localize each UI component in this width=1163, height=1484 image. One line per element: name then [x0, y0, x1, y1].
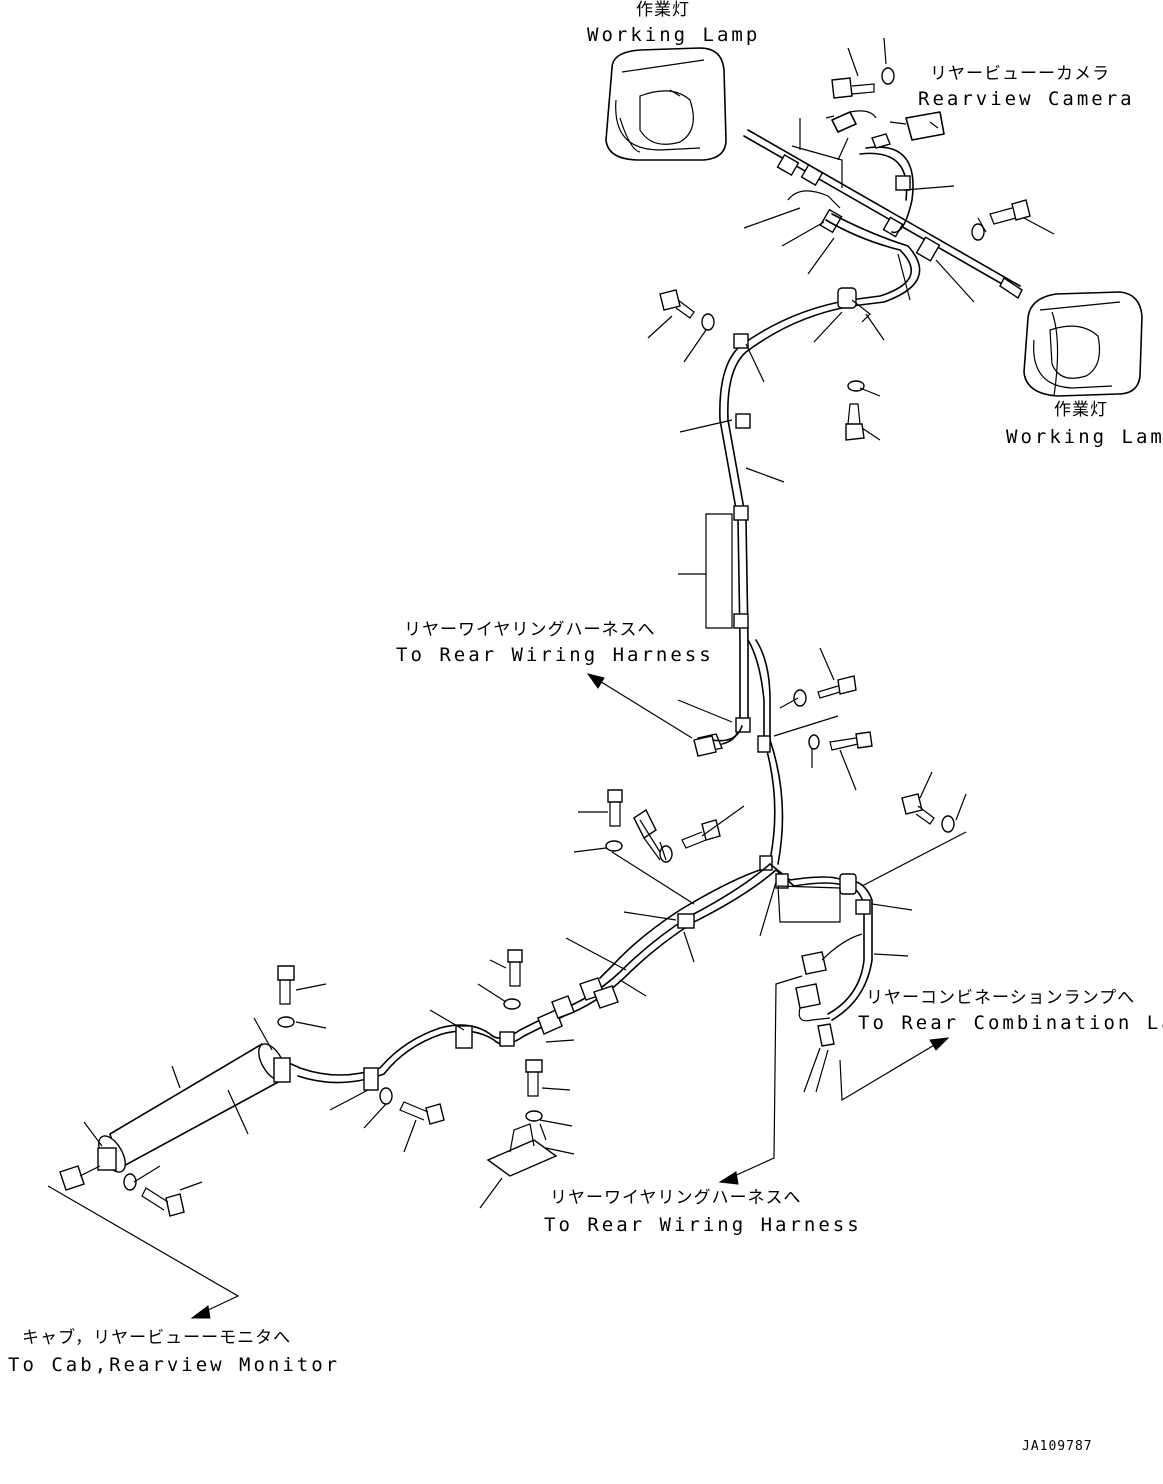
- camera-harness-loop: [825, 110, 945, 234]
- bracket-plate: [486, 1123, 558, 1177]
- harness-lower-section: [747, 639, 784, 871]
- cab-monitor-label-en: To Cab,Rearview Monitor: [8, 1354, 341, 1376]
- main-harness-vertical: [705, 213, 921, 745]
- leader-lines: [83, 37, 1055, 1209]
- washer: [701, 313, 715, 331]
- bolt: [845, 403, 865, 441]
- washer: [277, 1016, 295, 1028]
- washer: [123, 1173, 137, 1191]
- bolt: [693, 735, 717, 757]
- washer: [941, 815, 955, 833]
- bolt: [901, 793, 935, 825]
- bolt: [607, 789, 623, 827]
- branch-combination-lamp: [769, 863, 873, 1047]
- washer: [525, 1110, 543, 1122]
- bolt: [989, 199, 1031, 225]
- rear-wiring-upper-label-en: To Rear Wiring Harness: [396, 644, 714, 666]
- bolt: [399, 1101, 445, 1125]
- washer: [881, 67, 895, 85]
- bracket-middle: [633, 808, 661, 861]
- working-lamp-top-label-en: Working Lamp: [587, 24, 761, 46]
- cab-monitor-label-jp: キャブ，リヤービューーモニタへ: [22, 1328, 292, 1348]
- rear-wiring-lower-label-jp: リヤーワイヤリングハーネスへ: [550, 1188, 802, 1208]
- bolts-and-washers: [123, 67, 1031, 1217]
- bolt: [681, 819, 721, 849]
- washer: [605, 840, 623, 852]
- rearview-camera-label-en: Rearview Camera: [918, 88, 1135, 110]
- washer: [847, 380, 865, 392]
- bolt: [525, 1059, 543, 1097]
- bolt: [277, 965, 295, 1005]
- washer: [808, 734, 820, 750]
- working-lamp-right: [1023, 291, 1143, 397]
- bolt: [829, 731, 873, 751]
- washer: [793, 689, 807, 707]
- working-lamp-top-label-jp: 作業灯: [636, 0, 690, 20]
- rear-combination-lamp-label-jp: リヤーコンビネーションランプへ: [866, 988, 1136, 1008]
- bolt: [659, 289, 695, 319]
- direction-arrows: [47, 673, 967, 1319]
- working-lamp-right-label-en: Working Lamp: [1006, 426, 1163, 448]
- working-lamp-right-label-jp: 作業灯: [1054, 400, 1108, 420]
- protector-tube: [59, 1043, 291, 1191]
- bolt: [507, 949, 523, 987]
- washer: [379, 1087, 393, 1105]
- bolt: [141, 1187, 185, 1217]
- rearview-camera-label-jp: リヤービューーカメラ: [930, 64, 1110, 84]
- working-lamp-top: [605, 47, 727, 161]
- rear-wiring-lower-label-en: To Rear Wiring Harness: [544, 1214, 862, 1236]
- harness-to-cab: [267, 863, 777, 1091]
- rear-wiring-upper-label-jp: リヤーワイヤリングハーネスへ: [404, 620, 656, 640]
- bolt: [817, 675, 857, 699]
- bolt: [831, 77, 875, 99]
- washer: [503, 998, 521, 1010]
- washer: [971, 223, 985, 241]
- drawing-code: JA109787: [1022, 1439, 1093, 1454]
- rear-combination-lamp-label-en: To Rear Combination Lamp: [858, 1012, 1163, 1034]
